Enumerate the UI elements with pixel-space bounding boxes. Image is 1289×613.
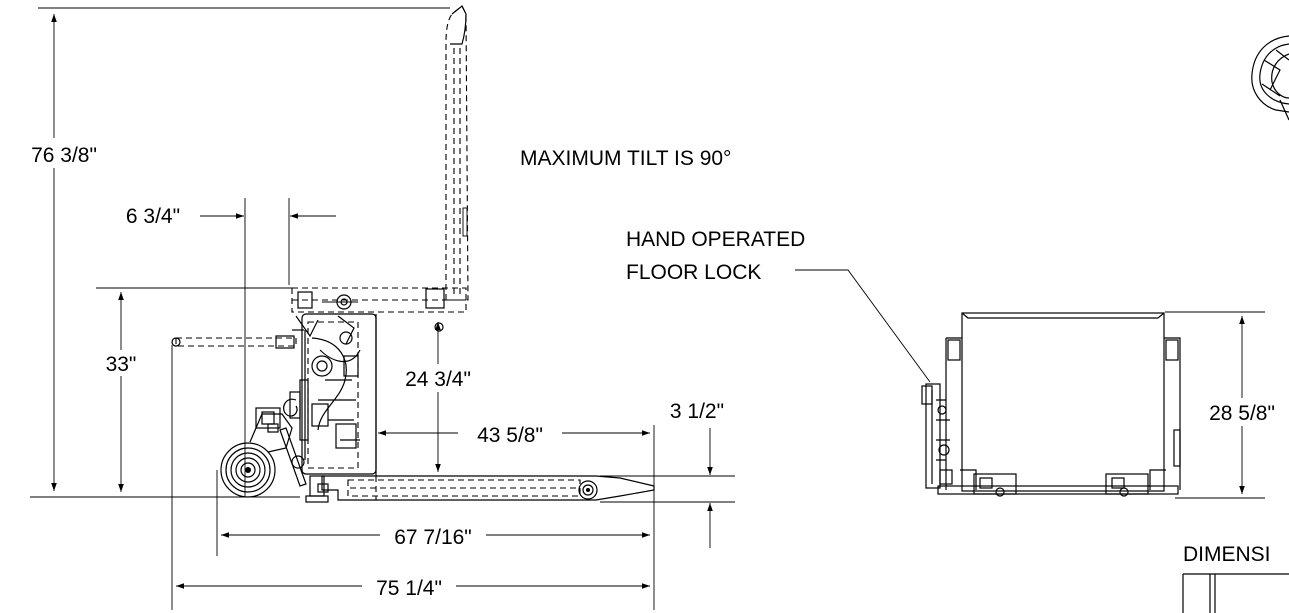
dimension-label-base-length: 67 7/16" [394, 526, 472, 549]
rear-wheel [220, 407, 307, 498]
dimension-label-handle-offset: 6 3/4" [126, 205, 180, 228]
dimension-label-platform-height: 33" [106, 353, 137, 376]
floor-lock-note-line1: HAND OPERATED [626, 228, 805, 251]
dimension-label-lift-height: 24 3/4" [405, 368, 471, 391]
label-mask [98, 350, 144, 376]
base-fork [321, 475, 655, 501]
pushing-handle [171, 329, 304, 349]
side-view: 76 3/8" 33" 6 3/4" 24 3/4" 43 5/8" 3 1/2… [25, 5, 735, 610]
label-mask [1196, 398, 1288, 426]
floor-lock-foot [305, 475, 329, 503]
title-block-heading: DIMENSI [1183, 543, 1271, 566]
tilted-platform [291, 5, 469, 332]
mast-body [283, 313, 377, 476]
floor-lock-leader [795, 269, 931, 383]
label-mask [362, 572, 456, 600]
floor-lock-note-line2: FLOOR LOCK [626, 261, 761, 284]
label-mask [380, 522, 486, 550]
title-block-partial: DIMENSI [1182, 543, 1289, 613]
dimension-label-overall-length: 75 1/4" [376, 577, 442, 600]
end-view: 28 5/8" [795, 269, 1288, 499]
floor-lock-mechanism [921, 383, 953, 489]
end-view-frame [937, 312, 1181, 497]
max-tilt-note: MAXIMUM TILT IS 90° [520, 147, 731, 170]
label-mask [25, 138, 105, 168]
label-mask [392, 364, 484, 392]
label-mask [458, 420, 562, 448]
dimension-label-overall-height: 76 3/8" [31, 144, 97, 167]
dimension-label-fork-height: 3 1/2" [670, 400, 724, 423]
dimension-label-side-height: 28 5/8" [1209, 402, 1275, 425]
dimension-label-fork-length: 43 5/8" [477, 424, 543, 447]
isometric-view-partial [1251, 35, 1289, 121]
